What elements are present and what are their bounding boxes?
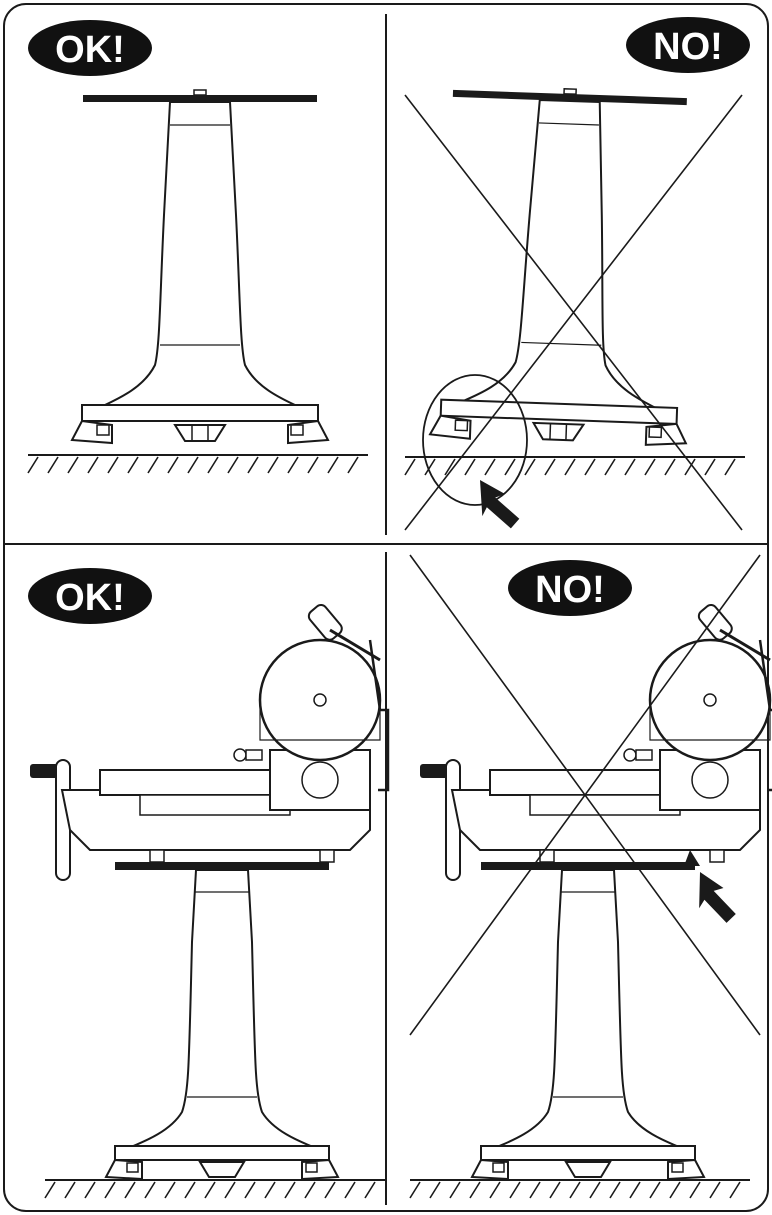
highlight-circle (422, 374, 528, 506)
panel-top-left: OK! (27, 20, 369, 474)
ok-badge: OK! (28, 568, 152, 624)
badge-label: NO! (535, 569, 605, 611)
no-badge: NO! (508, 560, 632, 616)
badge-label: NO! (653, 26, 723, 68)
badge-label: OK! (55, 577, 125, 619)
badge-label: OK! (55, 29, 125, 71)
ok-badge: OK! (28, 20, 152, 76)
panel-bottom-right: NO! (409, 554, 772, 1199)
panel-top-right: NO! (404, 17, 750, 533)
panel-bottom-left: OK! (28, 568, 390, 1199)
cross-out (404, 94, 743, 531)
cross-out (409, 554, 761, 1036)
no-badge: NO! (626, 17, 750, 73)
